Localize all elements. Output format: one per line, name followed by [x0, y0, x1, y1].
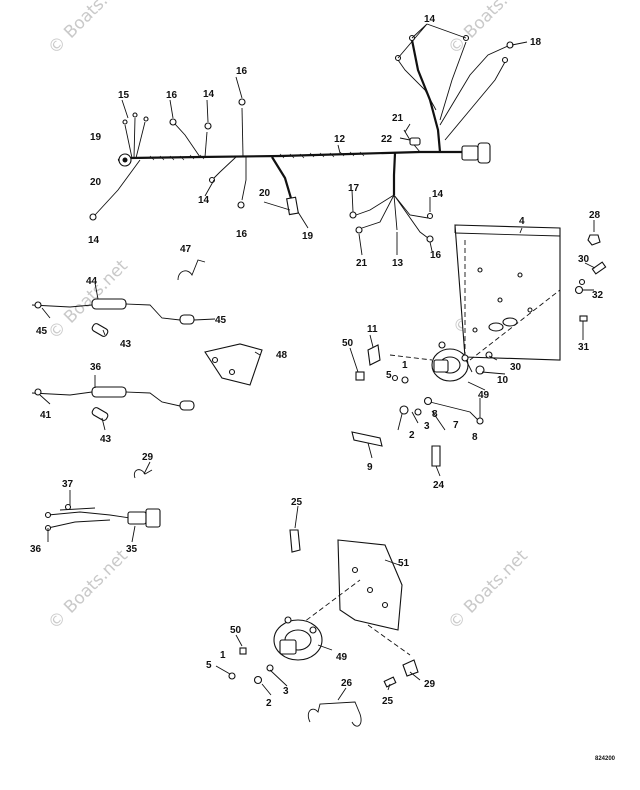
callout-43: 44: [86, 276, 98, 287]
callout-32: 29: [142, 452, 154, 463]
callout-50-b: 50: [230, 625, 242, 636]
watermark-bottom-left: © Boats.net: [44, 546, 132, 634]
callout-labels: 14 18 15 16 14 16 21 22 12 19 20 14 20 1…: [30, 14, 616, 762]
callout-23: 21: [356, 258, 368, 269]
callout-37: 36: [30, 544, 42, 555]
watermark-top-left: © Boats.net: [44, 0, 132, 59]
callout-51: 51: [398, 558, 410, 569]
callout-3-b: 3: [283, 686, 289, 697]
callout-44: 45: [215, 315, 227, 326]
callout-3-a: 3: [424, 421, 430, 432]
callout-1-b: 1: [220, 650, 226, 661]
callout-21: 19: [302, 231, 314, 242]
callout-45: 45: [36, 326, 48, 337]
watermark-top-right: © Boats.net: [444, 0, 532, 59]
callout-33-b: 30: [510, 362, 522, 373]
callout-40-b: 43: [100, 434, 112, 445]
callout-5-b: 5: [206, 660, 212, 671]
callout-41: 41: [40, 410, 52, 421]
callout-14-d: 14: [88, 235, 100, 246]
mounting-plate: [454, 224, 561, 361]
callout-22: 20: [259, 188, 271, 199]
callout-11: 11: [367, 324, 378, 335]
callout-35: 32: [592, 290, 604, 301]
callout-20: 20: [90, 177, 102, 188]
switch-upper: [389, 289, 561, 382]
callout-16-c: 16: [236, 229, 248, 240]
callout-16-b: 16: [236, 66, 248, 77]
callout-36: 35: [126, 544, 138, 555]
callout-1-a: 1: [402, 360, 408, 371]
callout-13: 13: [392, 258, 404, 269]
callout-2-b: 2: [266, 698, 272, 709]
callout-7: 7: [453, 420, 459, 431]
callout-12: 12: [334, 134, 346, 145]
callout-19: 19: [90, 132, 102, 143]
callout-15: 15: [118, 90, 130, 101]
lower-assembly: [228, 529, 419, 727]
callout-48-b: 49: [336, 652, 348, 663]
callout-14-top: 14: [424, 14, 436, 25]
drawing-code: 824200: [595, 756, 616, 762]
callout-33-a: 30: [578, 254, 590, 265]
callout-28: 25: [382, 696, 394, 707]
callout-48-a: 49: [478, 390, 490, 401]
callout-14-a: 14: [203, 89, 215, 100]
callout-47: 47: [180, 244, 192, 255]
callout-16-a: 16: [166, 90, 178, 101]
callout-30: 28: [589, 210, 601, 221]
callout-26: 25: [291, 497, 303, 508]
main-wiring-harness: [89, 34, 514, 243]
callout-4: 4: [519, 216, 525, 227]
small-parts-upper: [351, 234, 607, 467]
callout-29: 26: [341, 678, 353, 689]
callout-8-a: 8: [432, 409, 438, 420]
callout-40-a: 43: [120, 339, 132, 350]
callout-18: 18: [530, 37, 542, 48]
callout-9: 9: [367, 462, 373, 473]
callout-10: 10: [497, 375, 509, 386]
callout-34: 31: [578, 342, 590, 353]
callout-50-a: 50: [342, 338, 354, 349]
callout-31: 29: [424, 679, 436, 690]
callout-16-d: 16: [430, 250, 442, 261]
callout-2-a: 2: [409, 430, 415, 441]
callout-27: 24: [433, 480, 445, 491]
leader-lines: [39, 23, 596, 701]
callout-25: 22: [381, 134, 393, 145]
callout-8-b: 8: [472, 432, 478, 443]
watermark-bottom-right: © Boats.net: [444, 546, 532, 634]
callout-5-a: 5: [386, 370, 392, 381]
callout-39: 36: [90, 362, 102, 373]
callout-49: 48: [276, 350, 288, 361]
callout-14-b: 14: [198, 195, 210, 206]
callout-14-c: 14: [432, 189, 444, 200]
callout-38: 37: [62, 479, 74, 490]
callout-24: 21: [392, 113, 404, 124]
callout-17: 17: [348, 183, 360, 194]
